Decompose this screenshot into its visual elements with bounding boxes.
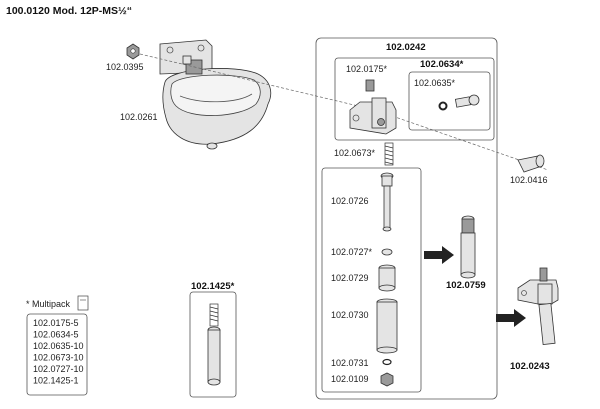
part-102-1425-valve xyxy=(207,303,221,386)
part-102-0635-screw xyxy=(454,94,480,108)
valve-bracket xyxy=(349,79,397,135)
multipack-heading: * Multipack xyxy=(26,299,71,309)
multipack-list-frame xyxy=(26,313,88,396)
multipack-item: 102.0727-10 xyxy=(33,364,84,374)
part-102-0759-assembly xyxy=(460,215,476,279)
part-102-0731-ring xyxy=(382,358,392,366)
part-102-0416-plug xyxy=(517,154,545,173)
part-102-0634-oring xyxy=(438,101,448,111)
part-102-0726-pin xyxy=(380,172,394,232)
label-102-1425: 102.1425* xyxy=(191,281,235,292)
multipack-item: 102.0635-10 xyxy=(33,341,84,351)
label-102-0175: 102.0175* xyxy=(346,64,388,74)
label-102-0242: 102.0242 xyxy=(386,42,426,53)
group-frame-102-0635 xyxy=(408,71,491,131)
part-102-0673-spring xyxy=(384,142,394,166)
label-102-0635: 102.0635* xyxy=(414,78,456,88)
diagram-title: 100.0120 Mod. 12P-MS½“ xyxy=(6,5,132,17)
arrow-right-icon xyxy=(496,309,526,327)
label-102-0730: 102.0730 xyxy=(331,310,369,320)
multipack-box-icon xyxy=(77,295,89,311)
group-frame-102-1425 xyxy=(189,291,237,398)
label-102-0395: 102.0395 xyxy=(106,62,144,72)
multipack-item: 102.0634-5 xyxy=(33,330,79,340)
label-102-0729: 102.0729 xyxy=(331,273,369,283)
drinking-bowl xyxy=(159,39,272,150)
label-102-0243: 102.0243 xyxy=(510,361,550,372)
label-102-0261: 102.0261 xyxy=(120,112,158,122)
multipack-item: 102.1425-1 xyxy=(33,376,79,386)
arrow-right-icon xyxy=(424,246,454,264)
part-102-0727-washer xyxy=(381,248,393,256)
multipack-item: 102.0175-5 xyxy=(33,318,79,328)
label-102-0673: 102.0673* xyxy=(334,148,376,158)
part-102-0243-assembly xyxy=(517,267,559,345)
label-102-0634: 102.0634* xyxy=(420,59,464,70)
label-102-0727: 102.0727* xyxy=(331,247,373,257)
part-102-0729-bushing xyxy=(378,264,396,292)
label-102-0759: 102.0759 xyxy=(446,280,486,291)
label-102-0726: 102.0726 xyxy=(331,196,369,206)
part-102-0730-sleeve xyxy=(376,298,398,354)
group-frame-column xyxy=(321,167,422,393)
label-102-0731: 102.0731 xyxy=(331,358,369,368)
group-frame-102-0242 xyxy=(315,37,498,400)
label-102-0416: 102.0416 xyxy=(510,175,548,185)
multipack-item: 102.0673-10 xyxy=(33,353,84,363)
part-102-0395-nut xyxy=(126,43,140,60)
label-102-0109: 102.0109 xyxy=(331,374,369,384)
group-frame-valve xyxy=(334,57,495,141)
part-102-0109-nut xyxy=(380,372,394,387)
